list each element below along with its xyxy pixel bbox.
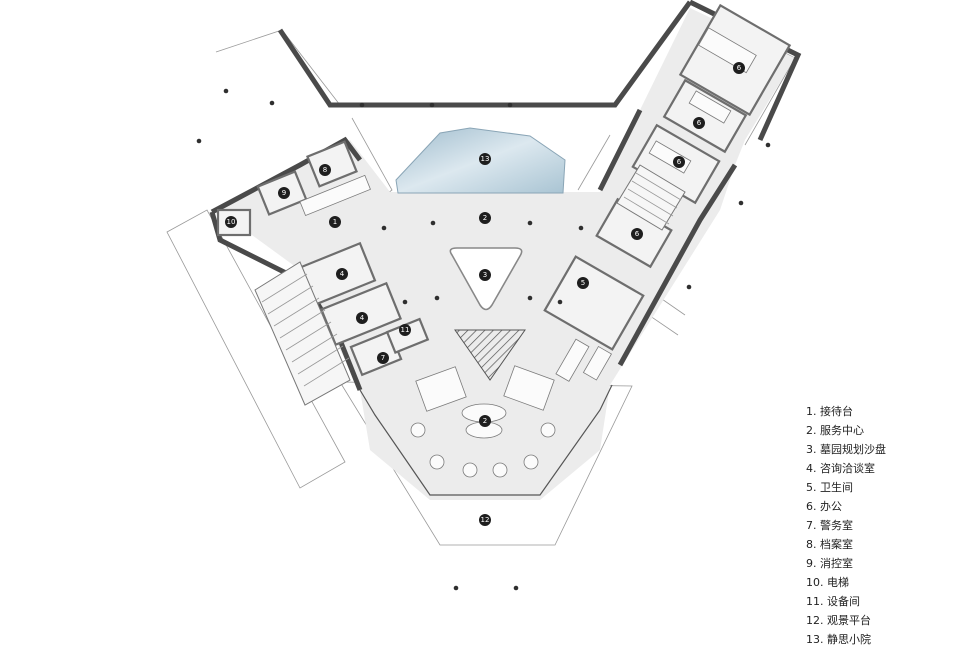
marker-4: 4 (356, 312, 368, 324)
svg-text:4: 4 (340, 270, 345, 278)
stairs (254, 164, 686, 406)
marker-10: 10 (225, 216, 237, 228)
columns (196, 88, 771, 591)
marker-6: 6 (733, 62, 745, 74)
legend-item: 1. 接待台 (806, 405, 853, 418)
svg-text:2: 2 (483, 214, 487, 222)
marker-4: 4 (336, 268, 348, 280)
legend: 1. 接待台 2. 服务中心 3. 墓园规划沙盘 4. 咨询洽谈室 5. 卫生间… (806, 402, 886, 649)
marker-11: 11 (399, 324, 411, 336)
marker-7: 7 (377, 352, 389, 364)
legend-item: 13. 静思小院 (806, 633, 871, 646)
svg-text:8: 8 (323, 166, 327, 174)
svg-text:6: 6 (737, 64, 742, 72)
marker-1: 1 (329, 216, 341, 228)
svg-text:12: 12 (481, 516, 490, 524)
svg-text:5: 5 (581, 279, 585, 287)
legend-item: 10. 电梯 (806, 576, 849, 589)
svg-text:4: 4 (360, 314, 365, 322)
svg-text:3: 3 (483, 271, 487, 279)
legend-item: 9. 消控室 (806, 557, 853, 570)
marker-6: 6 (673, 156, 685, 168)
hatched-ramp (454, 329, 526, 381)
markers: 1 2 2 3 4 4 5 6 6 6 6 7 8 9 10 11 12 13 (225, 62, 745, 526)
marker-8: 8 (319, 164, 331, 176)
svg-text:10: 10 (227, 218, 236, 226)
legend-item: 12. 观景平台 (806, 614, 871, 627)
svg-text:6: 6 (635, 230, 640, 238)
svg-text:13: 13 (481, 155, 490, 163)
legend-item: 8. 档案室 (806, 538, 853, 551)
marker-2: 2 (479, 415, 491, 427)
marker-9: 9 (278, 187, 290, 199)
legend-item: 4. 咨询洽谈室 (806, 462, 875, 475)
legend-item: 11. 设备间 (806, 595, 860, 608)
legend-item: 7. 警务室 (806, 519, 853, 532)
marker-6: 6 (631, 228, 643, 240)
legend-item: 3. 墓园规划沙盘 (806, 443, 886, 456)
legend-item: 2. 服务中心 (806, 424, 864, 437)
svg-text:6: 6 (697, 119, 702, 127)
marker-13: 13 (479, 153, 491, 165)
furniture (299, 27, 757, 478)
legend-item: 5. 卫生间 (806, 481, 853, 494)
marker-2: 2 (479, 212, 491, 224)
marker-3: 3 (479, 269, 491, 281)
svg-text:1: 1 (333, 218, 337, 226)
svg-text:9: 9 (282, 189, 286, 197)
marker-5: 5 (577, 277, 589, 289)
legend-item: 6. 办公 (806, 500, 842, 513)
marker-6: 6 (693, 117, 705, 129)
marker-12: 12 (479, 514, 491, 526)
svg-text:11: 11 (401, 326, 410, 334)
svg-text:2: 2 (483, 417, 487, 425)
svg-text:6: 6 (677, 158, 682, 166)
svg-text:7: 7 (381, 354, 385, 362)
